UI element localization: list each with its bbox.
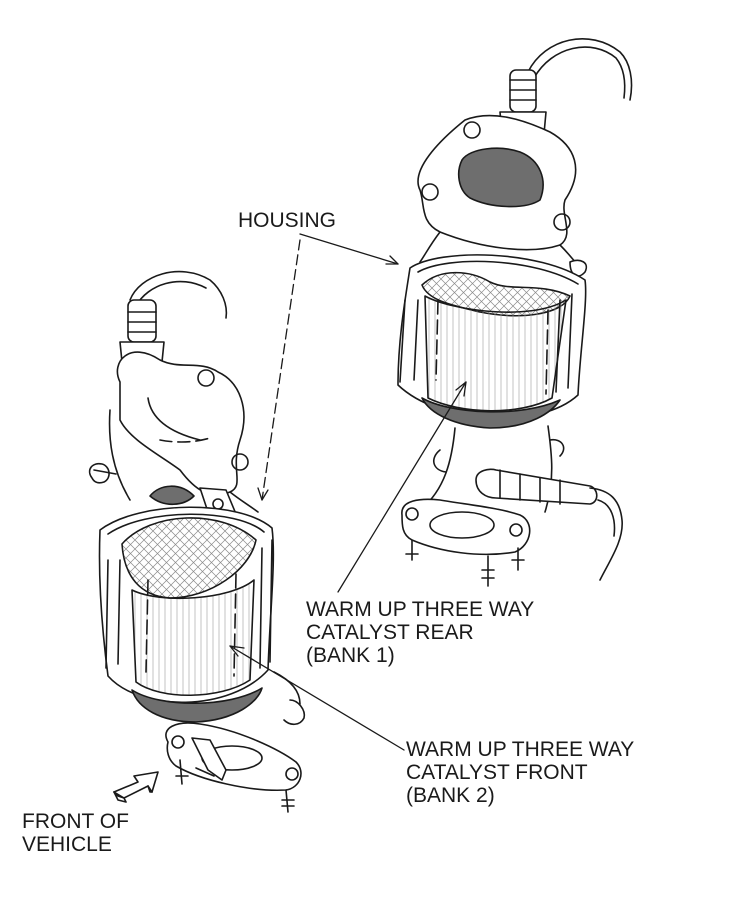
front-catalyst [88,270,306,813]
vehicle-label-line-2: VEHICLE [22,833,112,856]
rear-sensor-wire [527,38,633,101]
rear-label-line-3: (BANK 1) [306,644,395,667]
vehicle-label-line-1: FRONT OF [22,810,129,833]
housing-label: HOUSING [238,209,336,232]
rear-label-line-1: WARM UP THREE WAY [306,598,535,621]
housing-leader-rear [299,233,399,265]
front-of-vehicle-label: FRONT OF VEHICLE [22,810,129,856]
rear-catalyst-leader [337,381,467,593]
front-element [131,579,255,697]
front-label-line-3: (BANK 2) [406,784,495,807]
front-of-vehicle-arrow [113,771,159,803]
front-label-line-1: WARM UP THREE WAY [406,738,635,761]
rear-catalyst [397,38,633,587]
rear-lower-o2-sensor [475,468,623,581]
housing-label-text: HOUSING [238,209,337,232]
rear-top-port [457,147,544,208]
rear-label-line-2: CATALYST REAR [306,621,474,644]
rear-element [424,295,567,412]
front-sensor-wire [129,270,228,319]
rear-catalyst-label: WARM UP THREE WAY CATALYST REAR (BANK 1) [306,598,534,667]
front-mesh-top [121,517,257,599]
front-catalyst-label: WARM UP THREE WAY CATALYST FRONT (BANK 2… [406,738,634,807]
leader-lines [229,233,467,751]
front-label-line-2: CATALYST FRONT [406,761,588,784]
front-catalyst-leader [229,645,405,751]
housing-leader-front [261,239,301,501]
front-top-flange [116,351,245,496]
